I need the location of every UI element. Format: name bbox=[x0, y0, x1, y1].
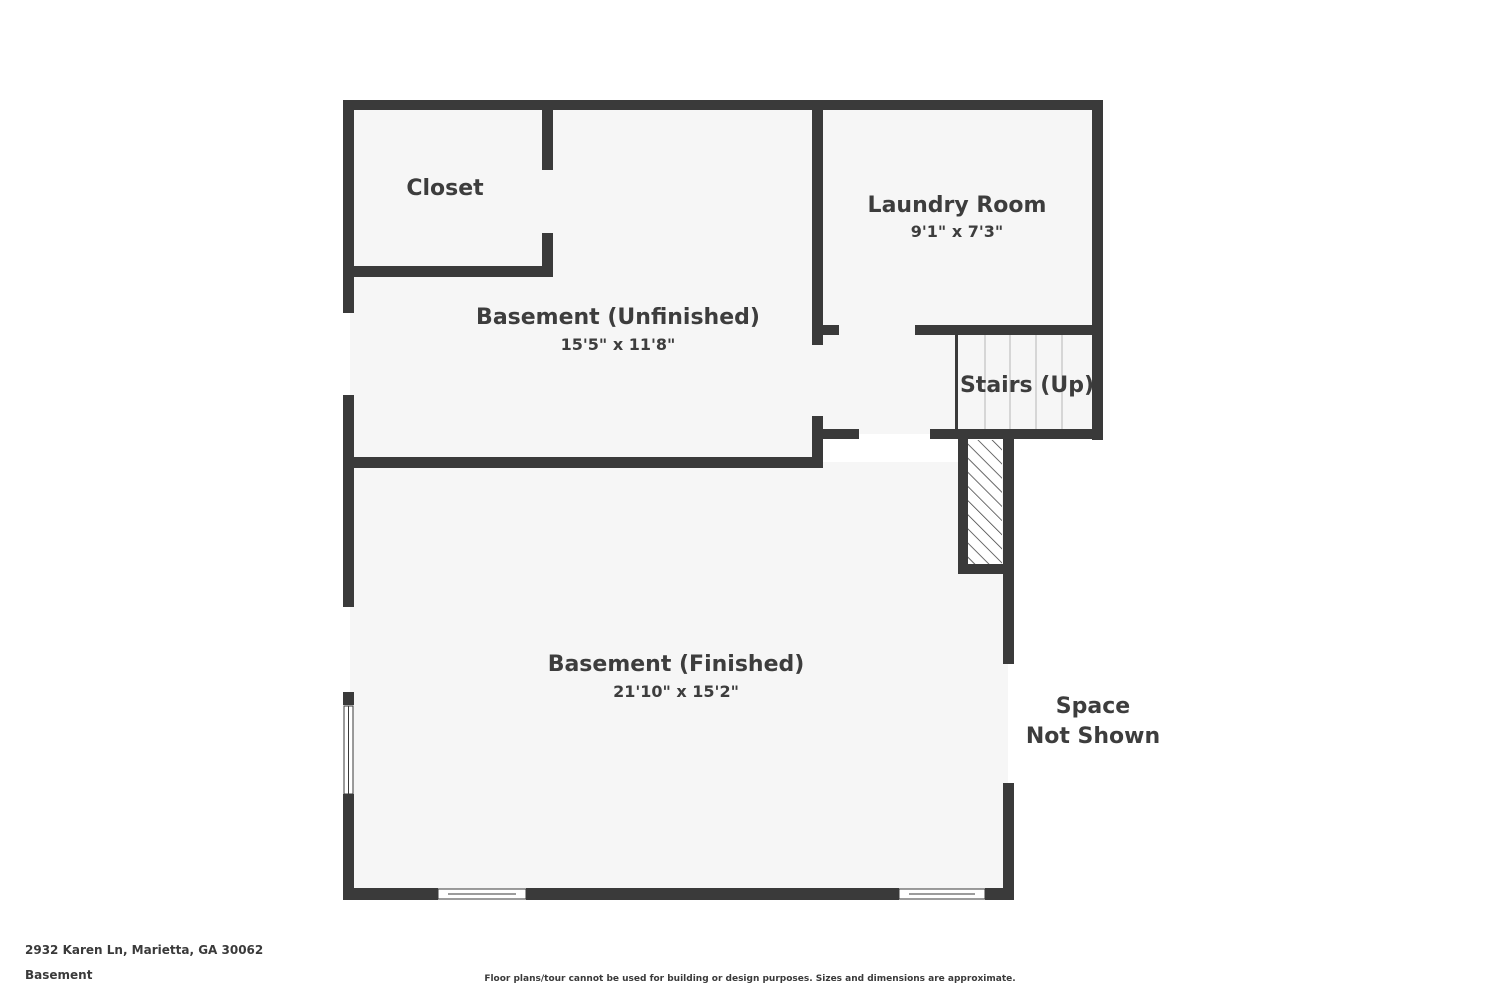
wall-left-3 bbox=[343, 692, 354, 705]
wall-finished-right-1 bbox=[1003, 434, 1014, 664]
wall-column-left bbox=[958, 434, 968, 574]
room-dims-unfinished: 15'5" x 11'8" bbox=[561, 335, 676, 354]
disclaimer-text: Floor plans/tour cannot be used for buil… bbox=[484, 974, 1016, 984]
room-dims-finished: 21'10" x 15'2" bbox=[613, 682, 739, 701]
room-name-unfinished: Basement (Unfinished) bbox=[476, 305, 760, 330]
wall-top bbox=[343, 100, 1103, 110]
wall-mid-vertical-2 bbox=[812, 416, 823, 468]
room-name-closet: Closet bbox=[406, 176, 484, 201]
space-not-shown-line1: Space bbox=[1056, 694, 1130, 719]
wall-hall-bottom-1 bbox=[812, 429, 859, 439]
wall-left-2 bbox=[343, 395, 354, 607]
wall-right-upper bbox=[1092, 100, 1103, 440]
wall-laundry-bottom-1 bbox=[812, 325, 839, 335]
wall-column-bottom bbox=[958, 564, 1014, 574]
level-label: Basement bbox=[25, 968, 93, 982]
floor-stairs bbox=[958, 330, 1097, 434]
wall-bottom-1 bbox=[343, 888, 438, 900]
wall-laundry-bottom-2 bbox=[915, 325, 1103, 335]
floor-laundry bbox=[818, 106, 1097, 330]
wall-bottom-2 bbox=[526, 888, 899, 900]
wall-stairs-left bbox=[955, 335, 958, 429]
wall-mid-vertical-1 bbox=[812, 100, 823, 345]
floor-hall bbox=[818, 330, 958, 434]
wall-left-4 bbox=[343, 794, 354, 900]
walls bbox=[343, 100, 1103, 900]
room-dims-laundry: 9'1" x 7'3" bbox=[911, 222, 1003, 241]
floor-finished bbox=[350, 462, 1008, 894]
room-name-stairs: Stairs (Up) bbox=[960, 373, 1094, 398]
floors bbox=[350, 106, 1097, 894]
address-label: 2932 Karen Ln, Marietta, GA 30062 bbox=[25, 943, 264, 957]
wall-closet-right-1 bbox=[542, 100, 553, 170]
room-name-finished: Basement (Finished) bbox=[548, 652, 805, 677]
room-name-laundry: Laundry Room bbox=[868, 193, 1047, 218]
windows bbox=[343, 705, 986, 900]
wall-closet-right-2 bbox=[542, 233, 553, 277]
wall-hall-bottom-2 bbox=[930, 429, 1103, 439]
stair-treads bbox=[984, 335, 1063, 430]
wall-unfinished-bottom bbox=[343, 457, 823, 468]
wall-finished-right-2 bbox=[1003, 783, 1014, 900]
hatched-column bbox=[968, 440, 1002, 564]
wall-closet-bottom bbox=[343, 266, 553, 277]
floor-unfinished bbox=[350, 106, 818, 462]
space-not-shown-line2: Not Shown bbox=[1026, 724, 1160, 749]
wall-left-1 bbox=[343, 100, 354, 313]
